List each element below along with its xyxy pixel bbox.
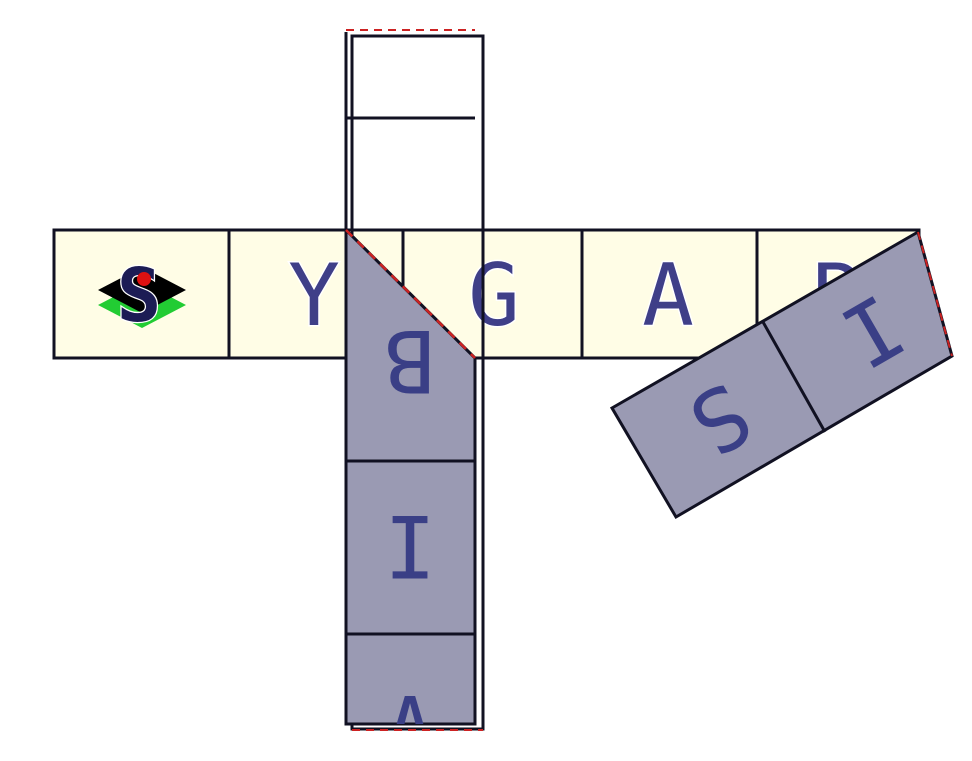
- tilted-word-strip[interactable]: S I: [609, 229, 954, 520]
- strip-letter-3: B: [384, 310, 436, 410]
- vertical-word-strip[interactable]: U L B I V: [344, 0, 485, 761]
- S-logo-icon: S: [98, 252, 186, 340]
- cell-letter-1[interactable]: Y: [227, 228, 405, 360]
- svg-text:S: S: [117, 253, 162, 339]
- letter-2: G: [468, 246, 520, 346]
- letter-1: Y: [288, 246, 340, 346]
- cell-logo[interactable]: S: [52, 228, 231, 360]
- strip-letter-5: V: [384, 675, 436, 761]
- letter-3: A: [642, 246, 694, 346]
- strip-letter-2: L: [384, 138, 436, 238]
- horizontal-word-row: S Y G A R: [52, 228, 921, 360]
- cell-letter-3[interactable]: A: [580, 228, 759, 360]
- strip-letter-4: I: [384, 495, 436, 595]
- strip-letter-1: U: [384, 0, 436, 65]
